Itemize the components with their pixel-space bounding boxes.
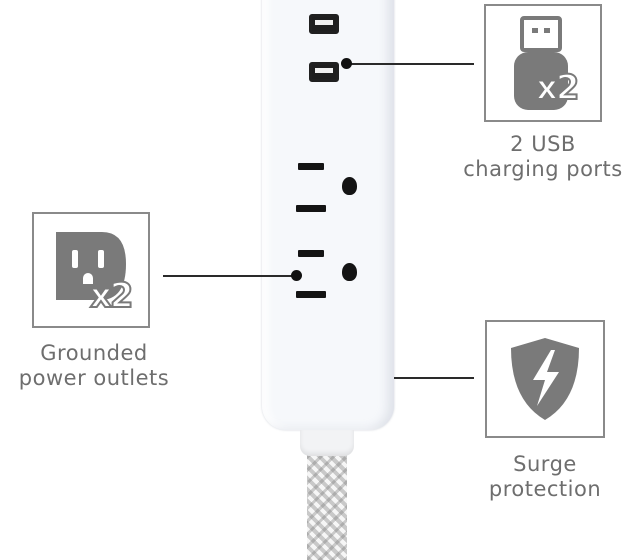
outlet-2-ground-hole bbox=[342, 263, 357, 281]
outlet-2-slot-top bbox=[298, 250, 324, 257]
outlet-feature-box: x2 bbox=[32, 212, 150, 328]
outlet-callout-line bbox=[163, 275, 297, 277]
outlet-1-ground-hole bbox=[342, 177, 357, 195]
usb-plug-icon bbox=[514, 16, 568, 110]
usb-port-2 bbox=[309, 62, 339, 82]
outlet-feature-label: Grounded power outlets bbox=[0, 341, 192, 391]
outlet-1-slot-top bbox=[298, 163, 324, 170]
cable-strain-relief bbox=[300, 430, 354, 456]
outlet-callout-dot bbox=[291, 270, 302, 281]
usb-feature-label: 2 USB charging ports bbox=[440, 132, 640, 182]
outlet-icon bbox=[56, 232, 126, 300]
surge-feature-label: Surge protection bbox=[448, 452, 640, 502]
usb-feature-box: x2 bbox=[484, 4, 602, 122]
usb-port-1 bbox=[309, 14, 339, 34]
surge-label-line1: Surge bbox=[513, 452, 577, 476]
surge-feature-box bbox=[485, 320, 605, 438]
usb-callout-dot bbox=[341, 58, 352, 69]
power-cable bbox=[307, 450, 347, 560]
outlet-label-line1: Grounded bbox=[40, 341, 148, 365]
outlet-1-slot-bottom bbox=[296, 205, 326, 212]
shield-lightning-icon bbox=[511, 338, 579, 420]
usb-count-badge: x2 bbox=[535, 67, 581, 109]
surge-callout-line bbox=[394, 377, 474, 379]
usb-callout-line bbox=[346, 63, 474, 65]
usb-label-line1: 2 USB bbox=[510, 132, 576, 156]
surge-label-line2: protection bbox=[488, 477, 602, 501]
outlet-label-line2: power outlets bbox=[18, 366, 170, 390]
usb-label-line2: charging ports bbox=[463, 157, 623, 181]
outlet-2-slot-bottom bbox=[296, 291, 326, 298]
outlet-count-badge: x2 bbox=[89, 275, 135, 317]
